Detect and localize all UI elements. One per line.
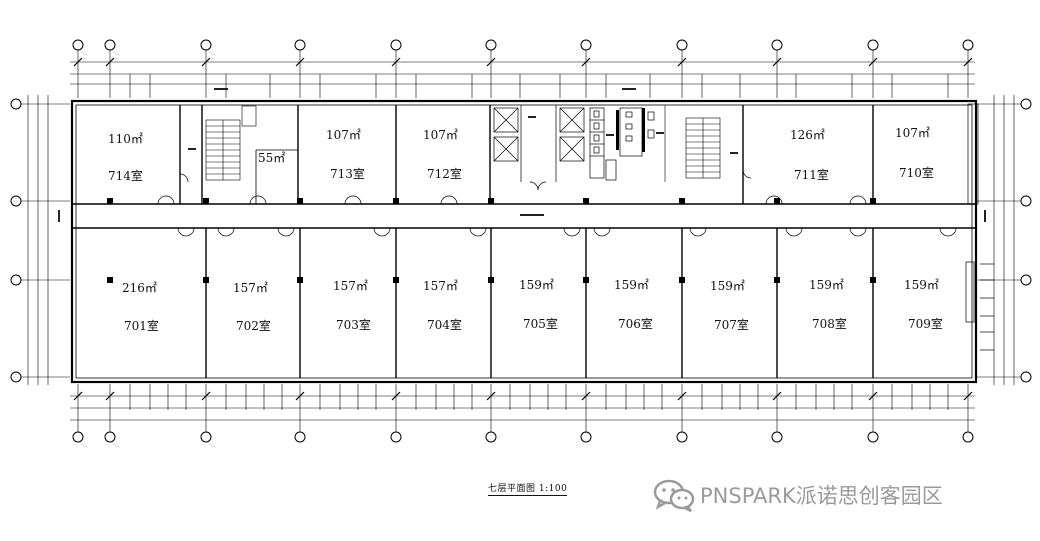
room-712-area: 107㎡	[423, 128, 458, 142]
room-704-number: 704室	[427, 317, 462, 332]
top-grid-bubbles	[72, 39, 974, 51]
bottom-partitions	[205, 228, 874, 378]
room-703-area: 157㎡	[333, 279, 368, 293]
room-705-area: 159㎡	[519, 278, 554, 292]
room-706-number: 706室	[618, 316, 653, 331]
room-708-area: 159㎡	[809, 278, 844, 292]
room-701-area: 216㎡	[122, 281, 157, 295]
dimension-lines	[27, 61, 1015, 421]
top-partitions	[179, 105, 874, 204]
window-ticks-top	[129, 74, 949, 98]
elevator-shafts	[493, 105, 585, 182]
bottom-grid-bubbles	[72, 431, 974, 443]
room-705-number: 705室	[523, 316, 558, 331]
wechat-icon	[653, 479, 695, 512]
room-709-area: 159㎡	[904, 278, 939, 292]
watermark-text: PNSPARK派诺思创客园区	[700, 484, 943, 508]
room-714-area: 110㎡	[108, 132, 143, 146]
right-entrance	[965, 103, 994, 351]
room-701-number: 701室	[124, 318, 159, 333]
room-706-area: 159㎡	[614, 278, 649, 292]
room-702-area: 157㎡	[233, 281, 268, 295]
exterior-walls	[70, 99, 978, 384]
room-55-area: 55㎡	[258, 151, 285, 165]
room-712-number: 712室	[427, 166, 462, 181]
stair-right	[664, 105, 721, 182]
room-710-area: 107㎡	[895, 126, 930, 140]
toilet-block	[589, 107, 655, 181]
tiny-annotations	[58, 88, 986, 222]
room-704-area: 157㎡	[423, 279, 458, 293]
dimension-ticks	[73, 57, 973, 401]
corridor	[72, 203, 976, 229]
stair-left	[205, 105, 257, 181]
doors	[157, 169, 957, 237]
room-711-number: 711室	[794, 167, 829, 182]
room-713-area: 107㎡	[326, 128, 361, 142]
room-713-number: 713室	[330, 166, 365, 181]
window-ticks-bottom	[129, 384, 949, 410]
room-710-number: 710室	[899, 165, 934, 180]
room-714-number: 714室	[108, 168, 143, 183]
structural-columns	[107, 198, 876, 283]
plan-title: 七层平面图 1:100	[488, 481, 568, 496]
room-707-number: 707室	[714, 317, 749, 332]
room-708-number: 708室	[812, 316, 847, 331]
watermark: PNSPARK派诺思创客园区	[652, 478, 943, 512]
room-711-area: 126㎡	[790, 128, 825, 142]
room-707-area: 159㎡	[710, 279, 745, 293]
room-709-number: 709室	[908, 316, 943, 331]
room-703-number: 703室	[336, 317, 371, 332]
room-702-number: 702室	[236, 318, 271, 333]
core-fills	[616, 108, 645, 152]
